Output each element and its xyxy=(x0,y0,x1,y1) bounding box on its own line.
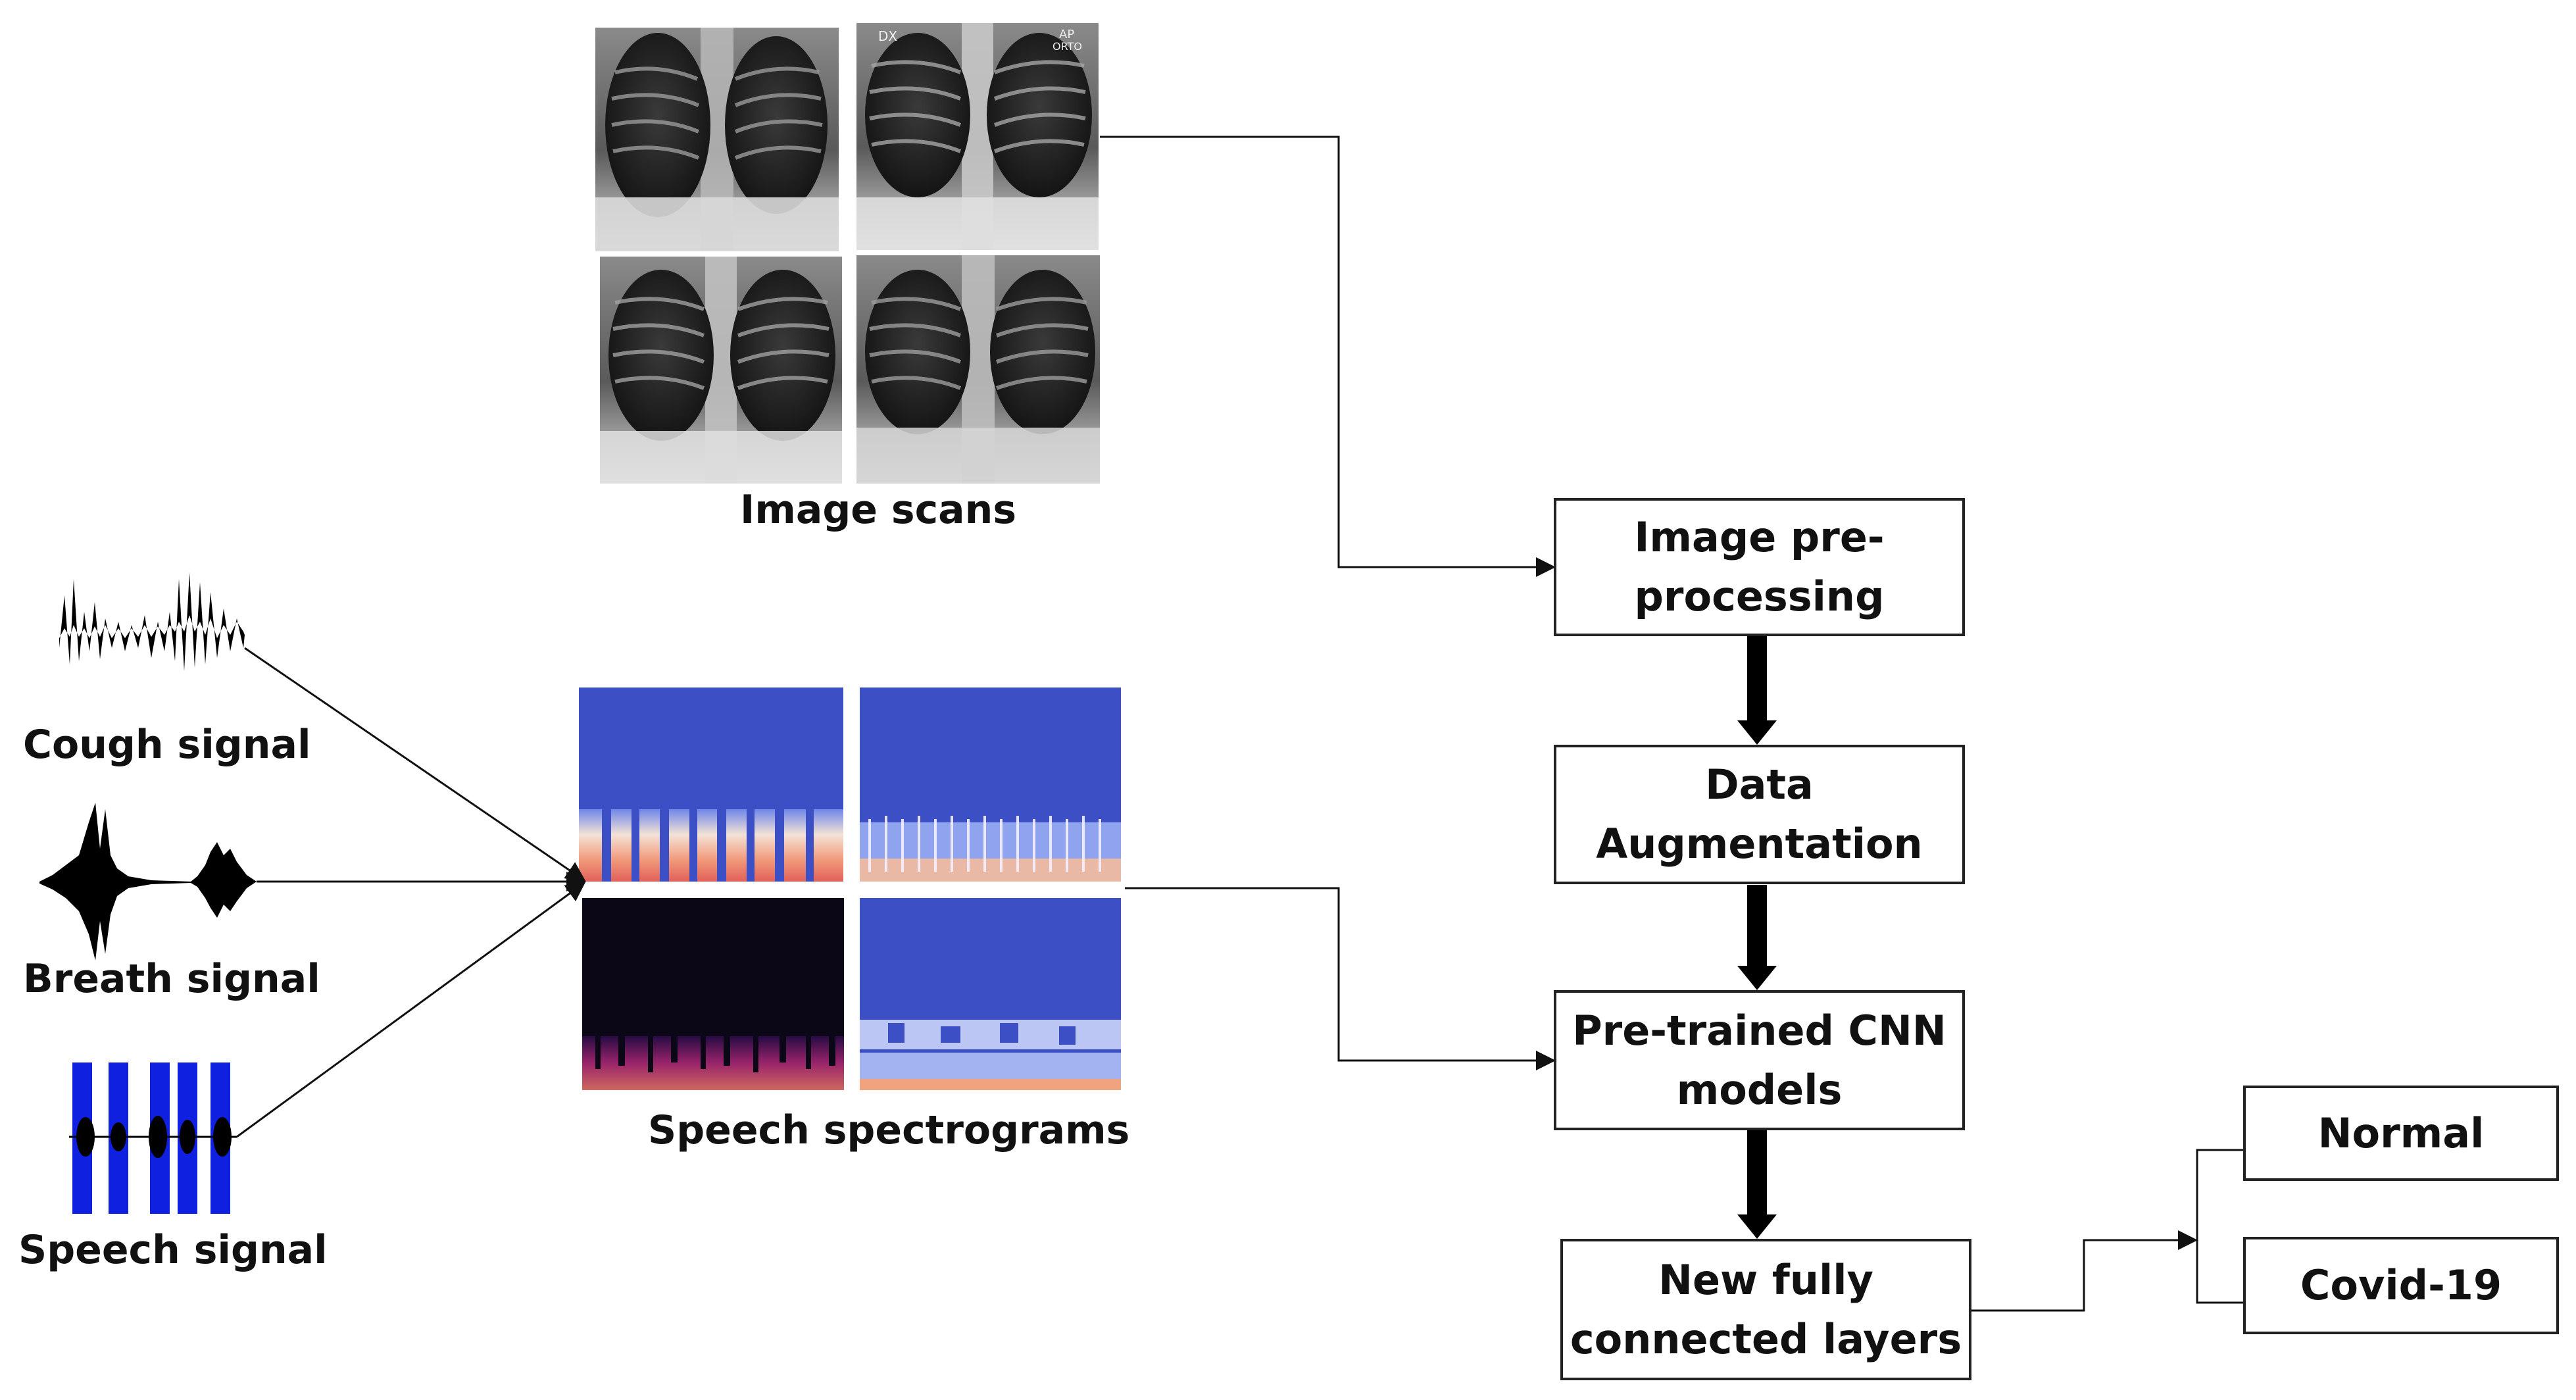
normal-output-label: Normal xyxy=(2317,1109,2485,1157)
image-preprocessing-line-1: Image pre- xyxy=(1634,513,1885,562)
fully-connected-line-1: New fully xyxy=(1658,1255,1873,1304)
cough-to-spectrogram-arrow xyxy=(244,647,586,882)
xray-text-ap: AP xyxy=(1059,28,1074,41)
xray-scan-4 xyxy=(856,255,1100,484)
data-augmentation-line-1: Data xyxy=(1705,761,1814,809)
data-augmentation-line-2: Augmentation xyxy=(1596,820,1923,868)
spectrogram-to-cnn-arrow xyxy=(1125,887,1556,1070)
image-scans-label: Image scans xyxy=(740,487,1017,533)
spectrogram-1 xyxy=(579,688,843,882)
speech-signal-label: Speech signal xyxy=(18,1227,328,1273)
image-preprocessing-box: Image pre- processing xyxy=(1554,498,1965,636)
pretrained-cnn-box: Pre-trained CNN models xyxy=(1554,990,1965,1130)
speech-signal-waveform xyxy=(69,1062,237,1214)
arrow-augmentation-to-cnn xyxy=(1737,885,1777,990)
flow-arrows xyxy=(1737,635,1777,1239)
covid-output-label: Covid-19 xyxy=(2300,1261,2502,1310)
fully-connected-line-2: connected layers xyxy=(1570,1314,1962,1363)
covid-output-box: Covid-19 xyxy=(2243,1237,2559,1334)
data-augmentation-box: Data Augmentation xyxy=(1554,745,1965,884)
fully-connected-layers-box: New fully connected layers xyxy=(1560,1239,1971,1380)
breath-signal-label: Breath signal xyxy=(23,956,320,1002)
xray-text-orto: ORTO xyxy=(1053,40,1082,53)
fc-to-output-arrow xyxy=(1970,1230,2198,1312)
xray-text-dx: DX xyxy=(878,28,897,44)
cough-signal-label: Cough signal xyxy=(23,722,311,768)
speech-to-spectrogram-arrow xyxy=(236,882,586,1138)
xray-scan-1 xyxy=(595,28,839,251)
pretrained-cnn-line-1: Pre-trained CNN xyxy=(1572,1006,1946,1055)
xray-to-preprocessing-arrow xyxy=(1100,136,1556,577)
xray-scan-3 xyxy=(600,257,842,484)
output-bracket xyxy=(2196,1149,2243,1304)
normal-output-box: Normal xyxy=(2243,1086,2559,1181)
speech-spectrograms-label: Speech spectrograms xyxy=(648,1107,1130,1153)
arrow-cnn-to-fc xyxy=(1737,1130,1777,1239)
spectrogram-3 xyxy=(582,898,844,1090)
spectrogram-4 xyxy=(860,898,1121,1090)
breath-signal-waveform xyxy=(39,803,257,961)
pretrained-cnn-line-2: models xyxy=(1676,1065,1843,1114)
xray-scan-2: DX AP ORTO xyxy=(856,23,1099,250)
connectors xyxy=(236,136,2243,1312)
cough-signal-waveform xyxy=(59,572,245,671)
spectrogram-2 xyxy=(860,688,1121,882)
arrow-preprocessing-to-augmentation xyxy=(1737,635,1777,745)
image-preprocessing-line-2: processing xyxy=(1634,572,1885,620)
